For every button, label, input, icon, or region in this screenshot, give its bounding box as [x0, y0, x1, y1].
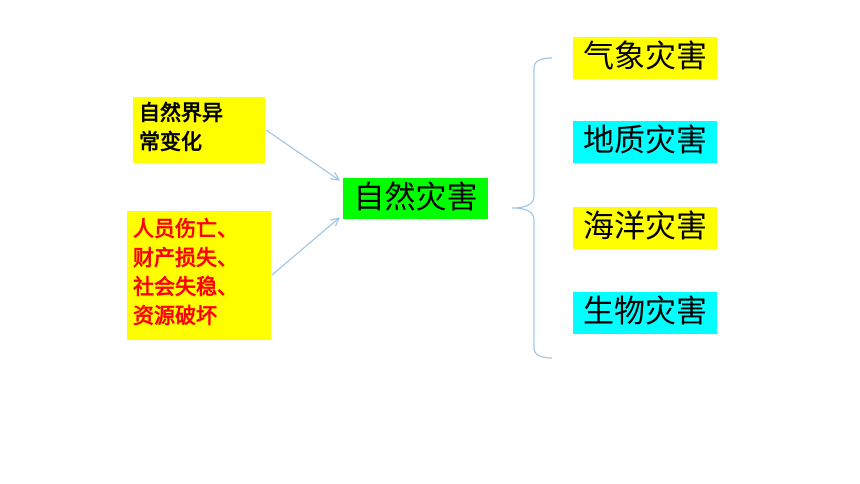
- type-node-meteorological: 气象灾害: [573, 37, 717, 79]
- cause-2-line-1: 人员伤亡、: [133, 217, 238, 241]
- center-node-natural-disaster: 自然灾害: [343, 178, 488, 219]
- type-node-geological: 地质灾害: [573, 121, 717, 163]
- type-node-marine: 海洋灾害: [573, 207, 717, 249]
- brace-bracket: [511, 57, 553, 359]
- cause-2-line-2: 财产损失、: [133, 246, 238, 270]
- cause-box-abnormal-change: 自然界异 常变化: [133, 97, 265, 163]
- cause-1-line-1: 自然界异: [139, 101, 223, 125]
- type-node-biological: 生物灾害: [573, 292, 717, 334]
- cause-2-line-4: 资源破坏: [133, 304, 217, 328]
- cause-1-line-2: 常变化: [139, 130, 202, 154]
- cause-2-line-3: 社会失稳、: [133, 275, 238, 299]
- arrow-cause-2-to-center: [271, 218, 339, 276]
- arrow-cause-1-to-center: [265, 129, 339, 180]
- cause-box-losses: 人员伤亡、 财产损失、 社会失稳、 资源破坏: [127, 211, 271, 340]
